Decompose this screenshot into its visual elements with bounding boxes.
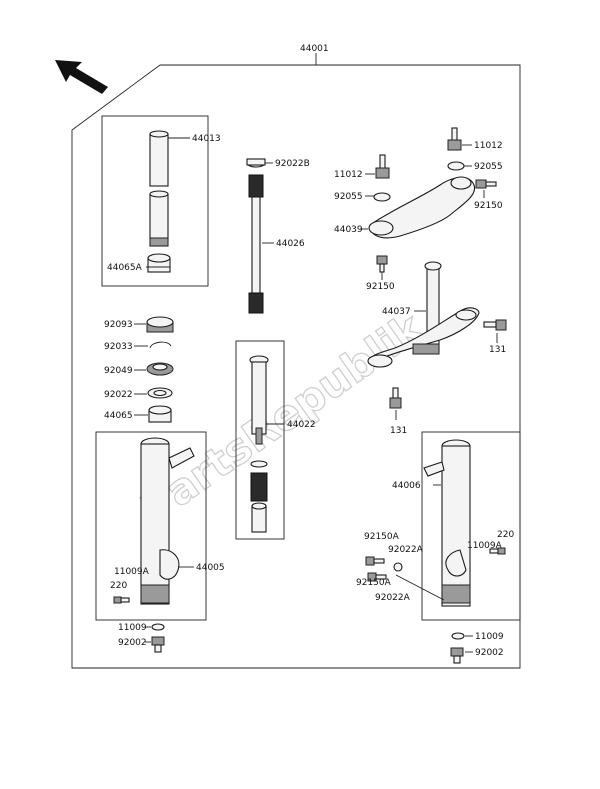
label-92055-left: 92055 xyxy=(334,192,363,202)
label-92150a-right-2: 92150A xyxy=(356,578,392,588)
label-11009-right: 11009 xyxy=(475,632,504,642)
outer-tube-44006 xyxy=(423,439,471,607)
front-arrow-icon xyxy=(55,60,108,94)
bolt-131-lower xyxy=(389,387,402,409)
label-92022: 92022 xyxy=(104,390,133,400)
washer-92055-left xyxy=(373,192,391,202)
label-92150a-right-1: 92150A xyxy=(364,532,400,542)
label-92093: 92093 xyxy=(104,320,133,330)
outer-tube-44005 xyxy=(140,437,195,605)
cap-92022b xyxy=(246,158,266,168)
label-44006: 44006 xyxy=(392,481,421,491)
watermark-text: PartsRepublik xyxy=(132,302,432,533)
label-92022a-right-1: 92022A xyxy=(388,545,424,555)
bolt-220-right xyxy=(489,547,506,555)
label-11009a-left: 11009A xyxy=(114,567,150,577)
label-92150-lower: 92150 xyxy=(366,282,395,292)
right-fork-box xyxy=(421,431,521,621)
assembly-boundary xyxy=(71,53,521,669)
label-44026: 44026 xyxy=(276,239,305,249)
label-44022: 44022 xyxy=(287,420,316,430)
label-11009-left: 11009 xyxy=(118,623,147,633)
circlip-92033 xyxy=(149,341,172,349)
label-92049: 92049 xyxy=(104,366,133,376)
bolt-11012-right xyxy=(447,127,462,151)
left-fork-box xyxy=(95,431,207,621)
label-92055-right: 92055 xyxy=(474,162,503,172)
washer-92022 xyxy=(147,387,173,399)
label-44005: 44005 xyxy=(196,563,225,573)
oil-seal-92049 xyxy=(146,362,174,376)
label-44039: 44039 xyxy=(334,225,363,235)
label-44065a: 44065A xyxy=(107,263,143,273)
bolt-92150-upper xyxy=(475,179,497,189)
washer-92055-right xyxy=(447,161,465,171)
label-92002-left: 92002 xyxy=(118,638,147,648)
bushing-44065a xyxy=(147,253,171,273)
bolt-92150-lower xyxy=(376,255,388,273)
label-92022a-right-2: 92022A xyxy=(375,593,411,603)
label-44013: 44013 xyxy=(192,134,221,144)
bolt-11012-left xyxy=(375,154,390,179)
label-92002-right: 92002 xyxy=(475,648,504,658)
bolt-131-right xyxy=(483,319,507,331)
label-11009a-right: 11009A xyxy=(467,541,503,551)
label-11012-left: 11012 xyxy=(334,170,363,180)
upper-bracket-44039 xyxy=(368,176,476,239)
damper-rod-44022 xyxy=(249,355,269,533)
drain-bolt-92002-right xyxy=(450,647,464,664)
bolt-220-left xyxy=(113,596,130,604)
label-44001: 44001 xyxy=(300,44,329,54)
label-131-lower: 131 xyxy=(390,426,407,436)
damper-box xyxy=(235,340,285,540)
spring-44026 xyxy=(248,174,264,314)
drain-bolt-92002-left xyxy=(151,636,165,653)
axle-clamp-bolt-set-right xyxy=(365,556,445,601)
label-92022b: 92022B xyxy=(275,159,310,169)
label-131-right: 131 xyxy=(489,345,506,355)
label-44037: 44037 xyxy=(382,307,411,317)
label-220-right: 220 xyxy=(497,530,514,540)
inner-tube-44013 xyxy=(149,130,169,247)
label-92033: 92033 xyxy=(104,342,133,352)
label-220-left: 220 xyxy=(110,581,127,591)
washer-11009-right xyxy=(451,632,465,640)
dust-seal-92093 xyxy=(146,316,174,333)
inner-tube-box xyxy=(101,115,209,287)
steering-stem-44037 xyxy=(367,261,480,368)
bushing-44065 xyxy=(148,405,172,423)
label-92150-upper: 92150 xyxy=(474,201,503,211)
label-11012-right: 11012 xyxy=(474,141,503,151)
label-44065: 44065 xyxy=(104,411,133,421)
washer-11009-left xyxy=(151,623,165,631)
